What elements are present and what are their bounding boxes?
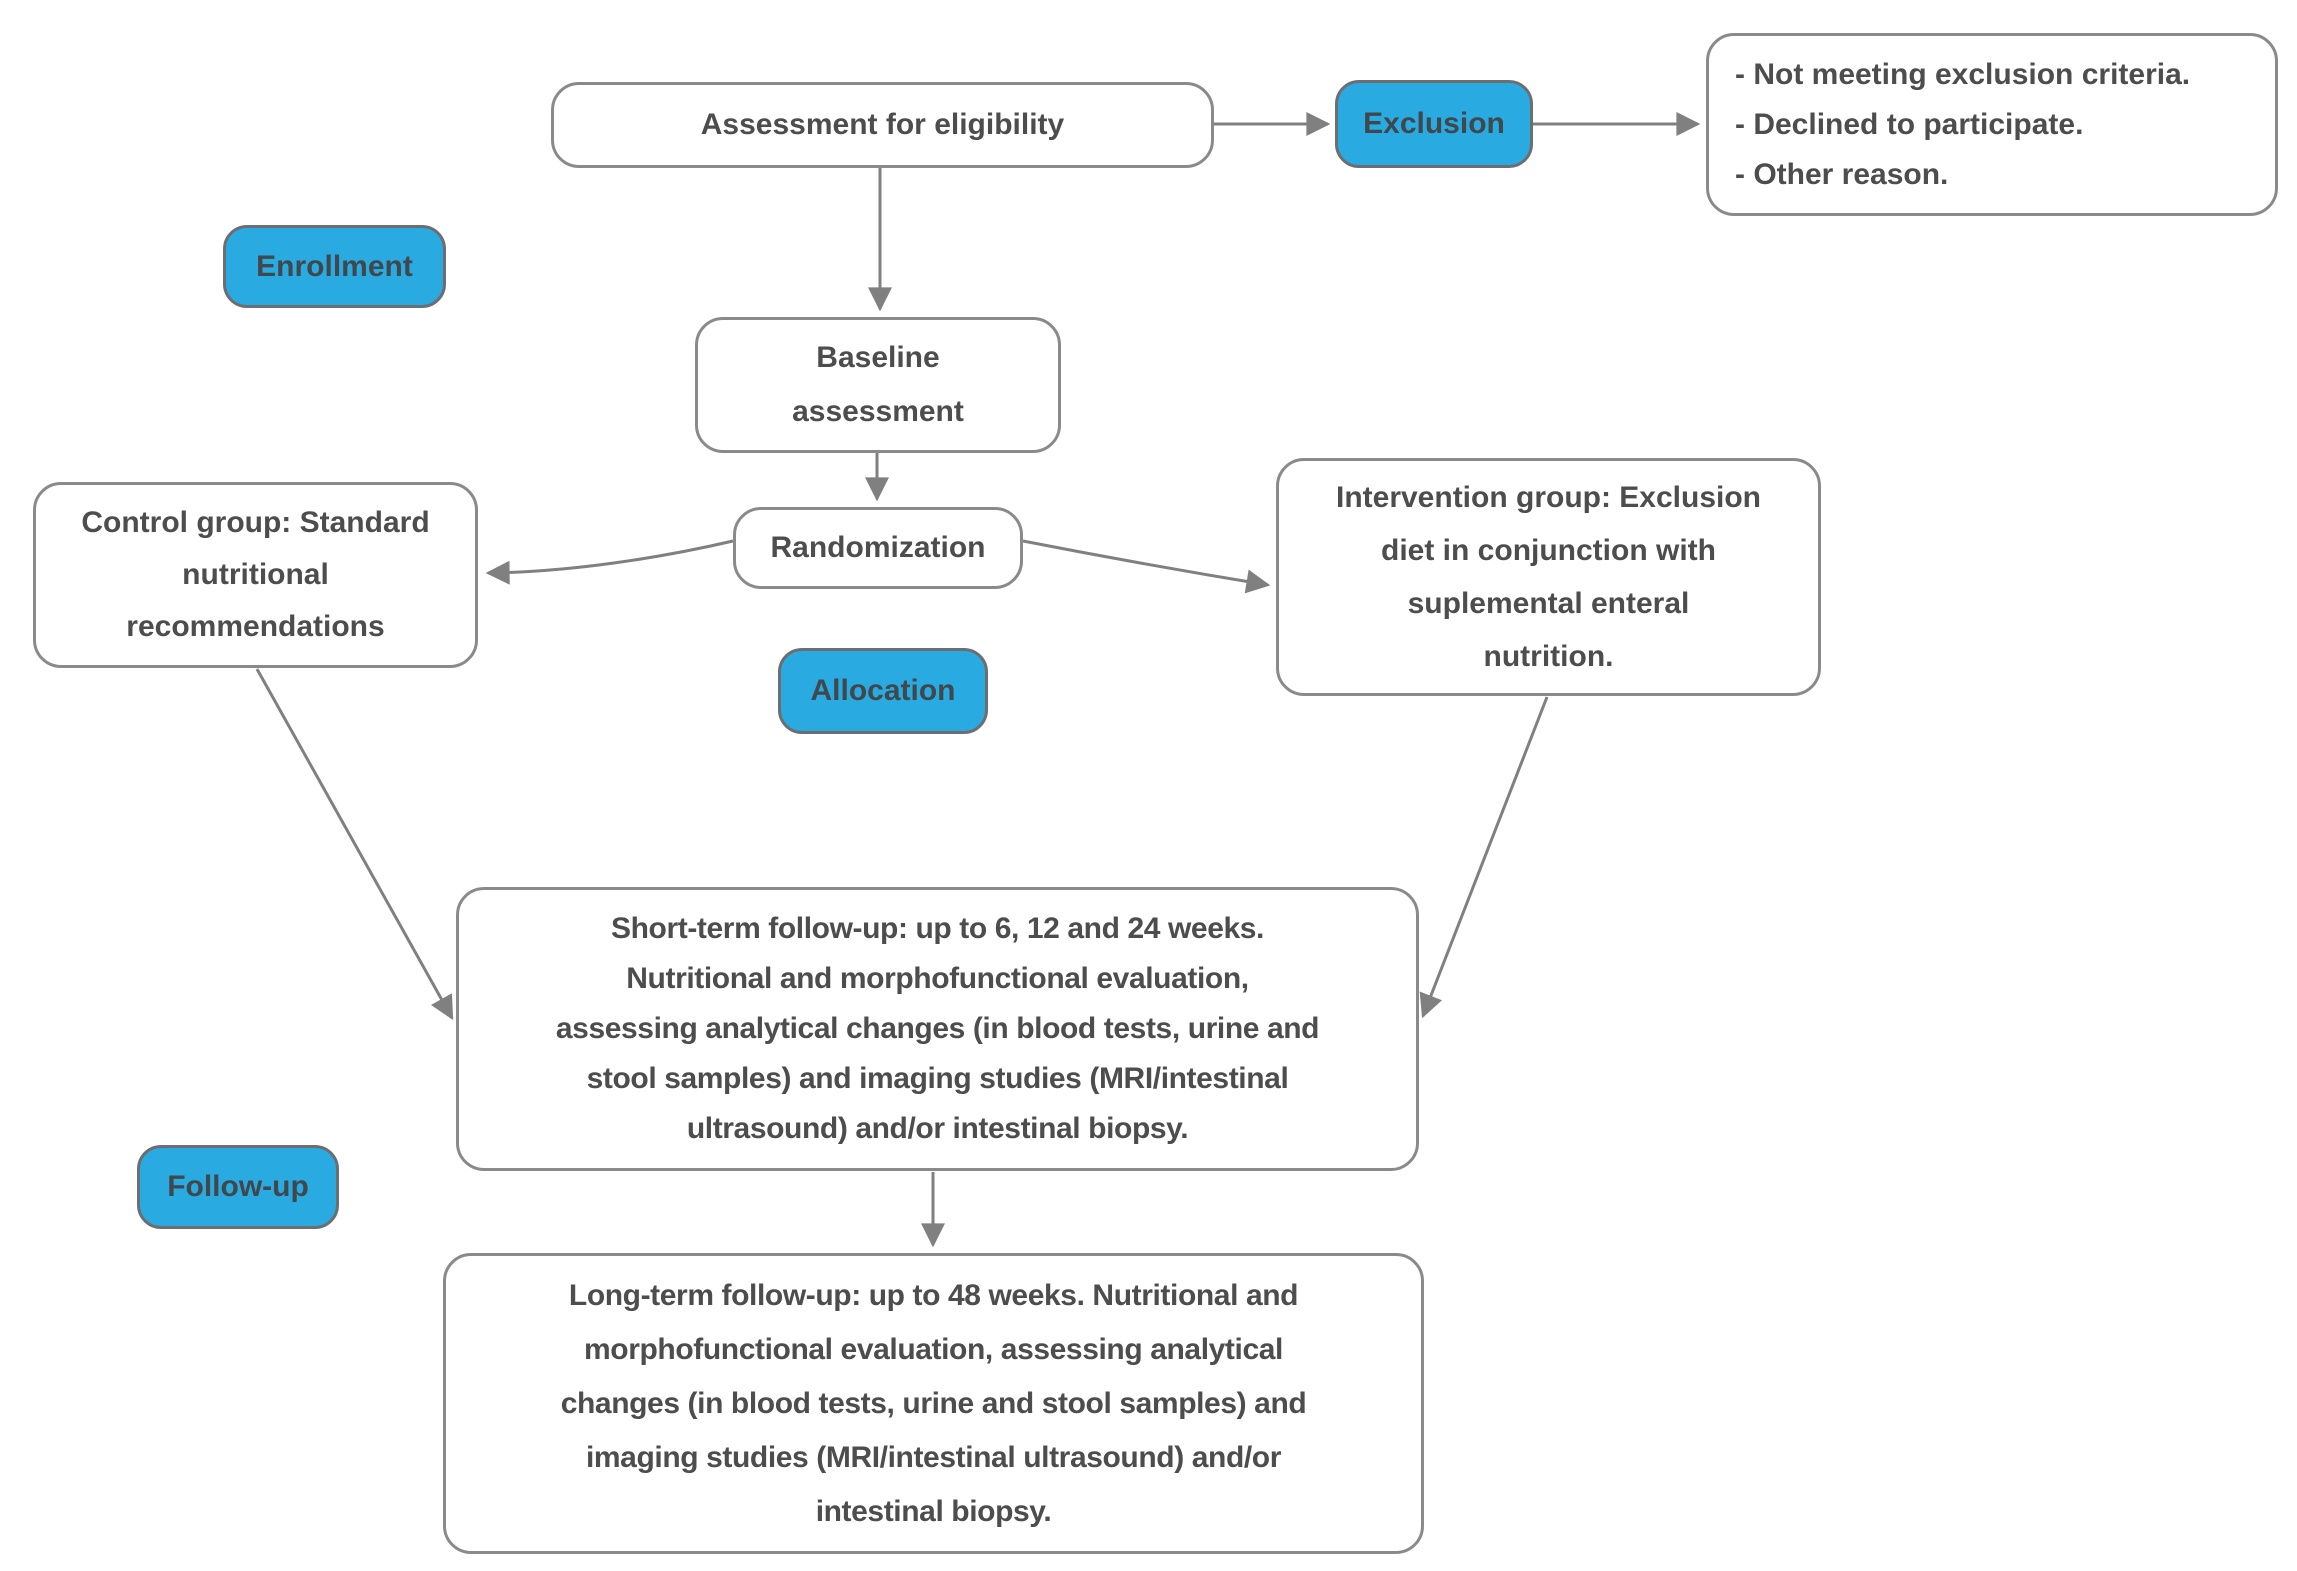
control-group-box: Control group: Standard nutritional reco… xyxy=(33,482,478,668)
edge-randomization-to-intervention xyxy=(1022,539,1271,594)
exclusion-reason-line: - Declined to participate. xyxy=(1735,107,2084,141)
baseline-label-line: Baseline xyxy=(816,341,940,374)
enrollment-badge-label: Enrollment xyxy=(256,249,413,283)
short-term-line: ultrasound) and/or intestinal biopsy. xyxy=(686,1112,1189,1145)
randomization-label: Randomization xyxy=(770,531,986,564)
short-term-line: Nutritional and morphofunctional evaluat… xyxy=(626,962,1249,995)
control-label-line: recommendations xyxy=(126,610,385,643)
edge-randomization-to-control xyxy=(485,539,734,585)
follow-up-badge-label: Follow-up xyxy=(167,1170,309,1203)
control-label-line: nutritional xyxy=(182,558,329,591)
baseline-label-line: assessment xyxy=(792,395,964,428)
exclusion-reasons-box: - Not meeting exclusion criteria. - Decl… xyxy=(1706,33,2278,216)
randomization-box: Randomization xyxy=(733,507,1023,589)
long-term-line: imaging studies (MRI/intestinal ultrasou… xyxy=(585,1440,1282,1474)
short-term-line: stool samples) and imaging studies (MRI/… xyxy=(586,1062,1289,1095)
long-term-line: intestinal biopsy. xyxy=(815,1494,1052,1528)
intervention-label-line: diet in conjunction with xyxy=(1381,534,1716,567)
intervention-label-line: Intervention group: Exclusion xyxy=(1335,481,1762,514)
enrollment-badge: Enrollment xyxy=(223,225,446,308)
assessment-label: Assessment for eligibility xyxy=(700,108,1065,141)
edge-control-to-short-term xyxy=(255,668,454,1021)
intervention-group-box: Intervention group: Exclusion diet in co… xyxy=(1276,458,1821,696)
baseline-assessment-box: Baseline assessment xyxy=(695,317,1061,453)
long-term-line: changes (in blood tests, urine and stool… xyxy=(560,1386,1307,1420)
exclusion-reason-line: - Other reason. xyxy=(1735,157,1949,191)
allocation-badge: Allocation xyxy=(778,648,988,734)
control-label-line: Control group: Standard xyxy=(81,506,430,539)
short-term-line: Short-term follow-up: up to 6, 12 and 24… xyxy=(611,912,1264,945)
exclusion-reason-line: - Not meeting exclusion criteria. xyxy=(1735,57,2191,91)
allocation-badge-label: Allocation xyxy=(810,674,956,707)
intervention-label-line: nutrition. xyxy=(1483,640,1614,673)
long-term-line: morphofunctional evaluation, assessing a… xyxy=(584,1332,1283,1366)
exclusion-badge-label: Exclusion xyxy=(1363,107,1505,140)
follow-up-badge: Follow-up xyxy=(137,1145,339,1229)
long-term-follow-up-box: Long-term follow-up: up to 48 weeks. Nut… xyxy=(443,1253,1424,1554)
edge-intervention-to-short-term xyxy=(1419,696,1549,1019)
assessment-for-eligibility-box: Assessment for eligibility xyxy=(551,82,1214,168)
short-term-line: assessing analytical changes (in blood t… xyxy=(555,1012,1320,1045)
exclusion-badge: Exclusion xyxy=(1335,80,1533,168)
intervention-label-line: suplemental enteral xyxy=(1407,587,1690,620)
short-term-follow-up-box: Short-term follow-up: up to 6, 12 and 24… xyxy=(456,887,1419,1171)
long-term-line: Long-term follow-up: up to 48 weeks. Nut… xyxy=(568,1278,1299,1312)
